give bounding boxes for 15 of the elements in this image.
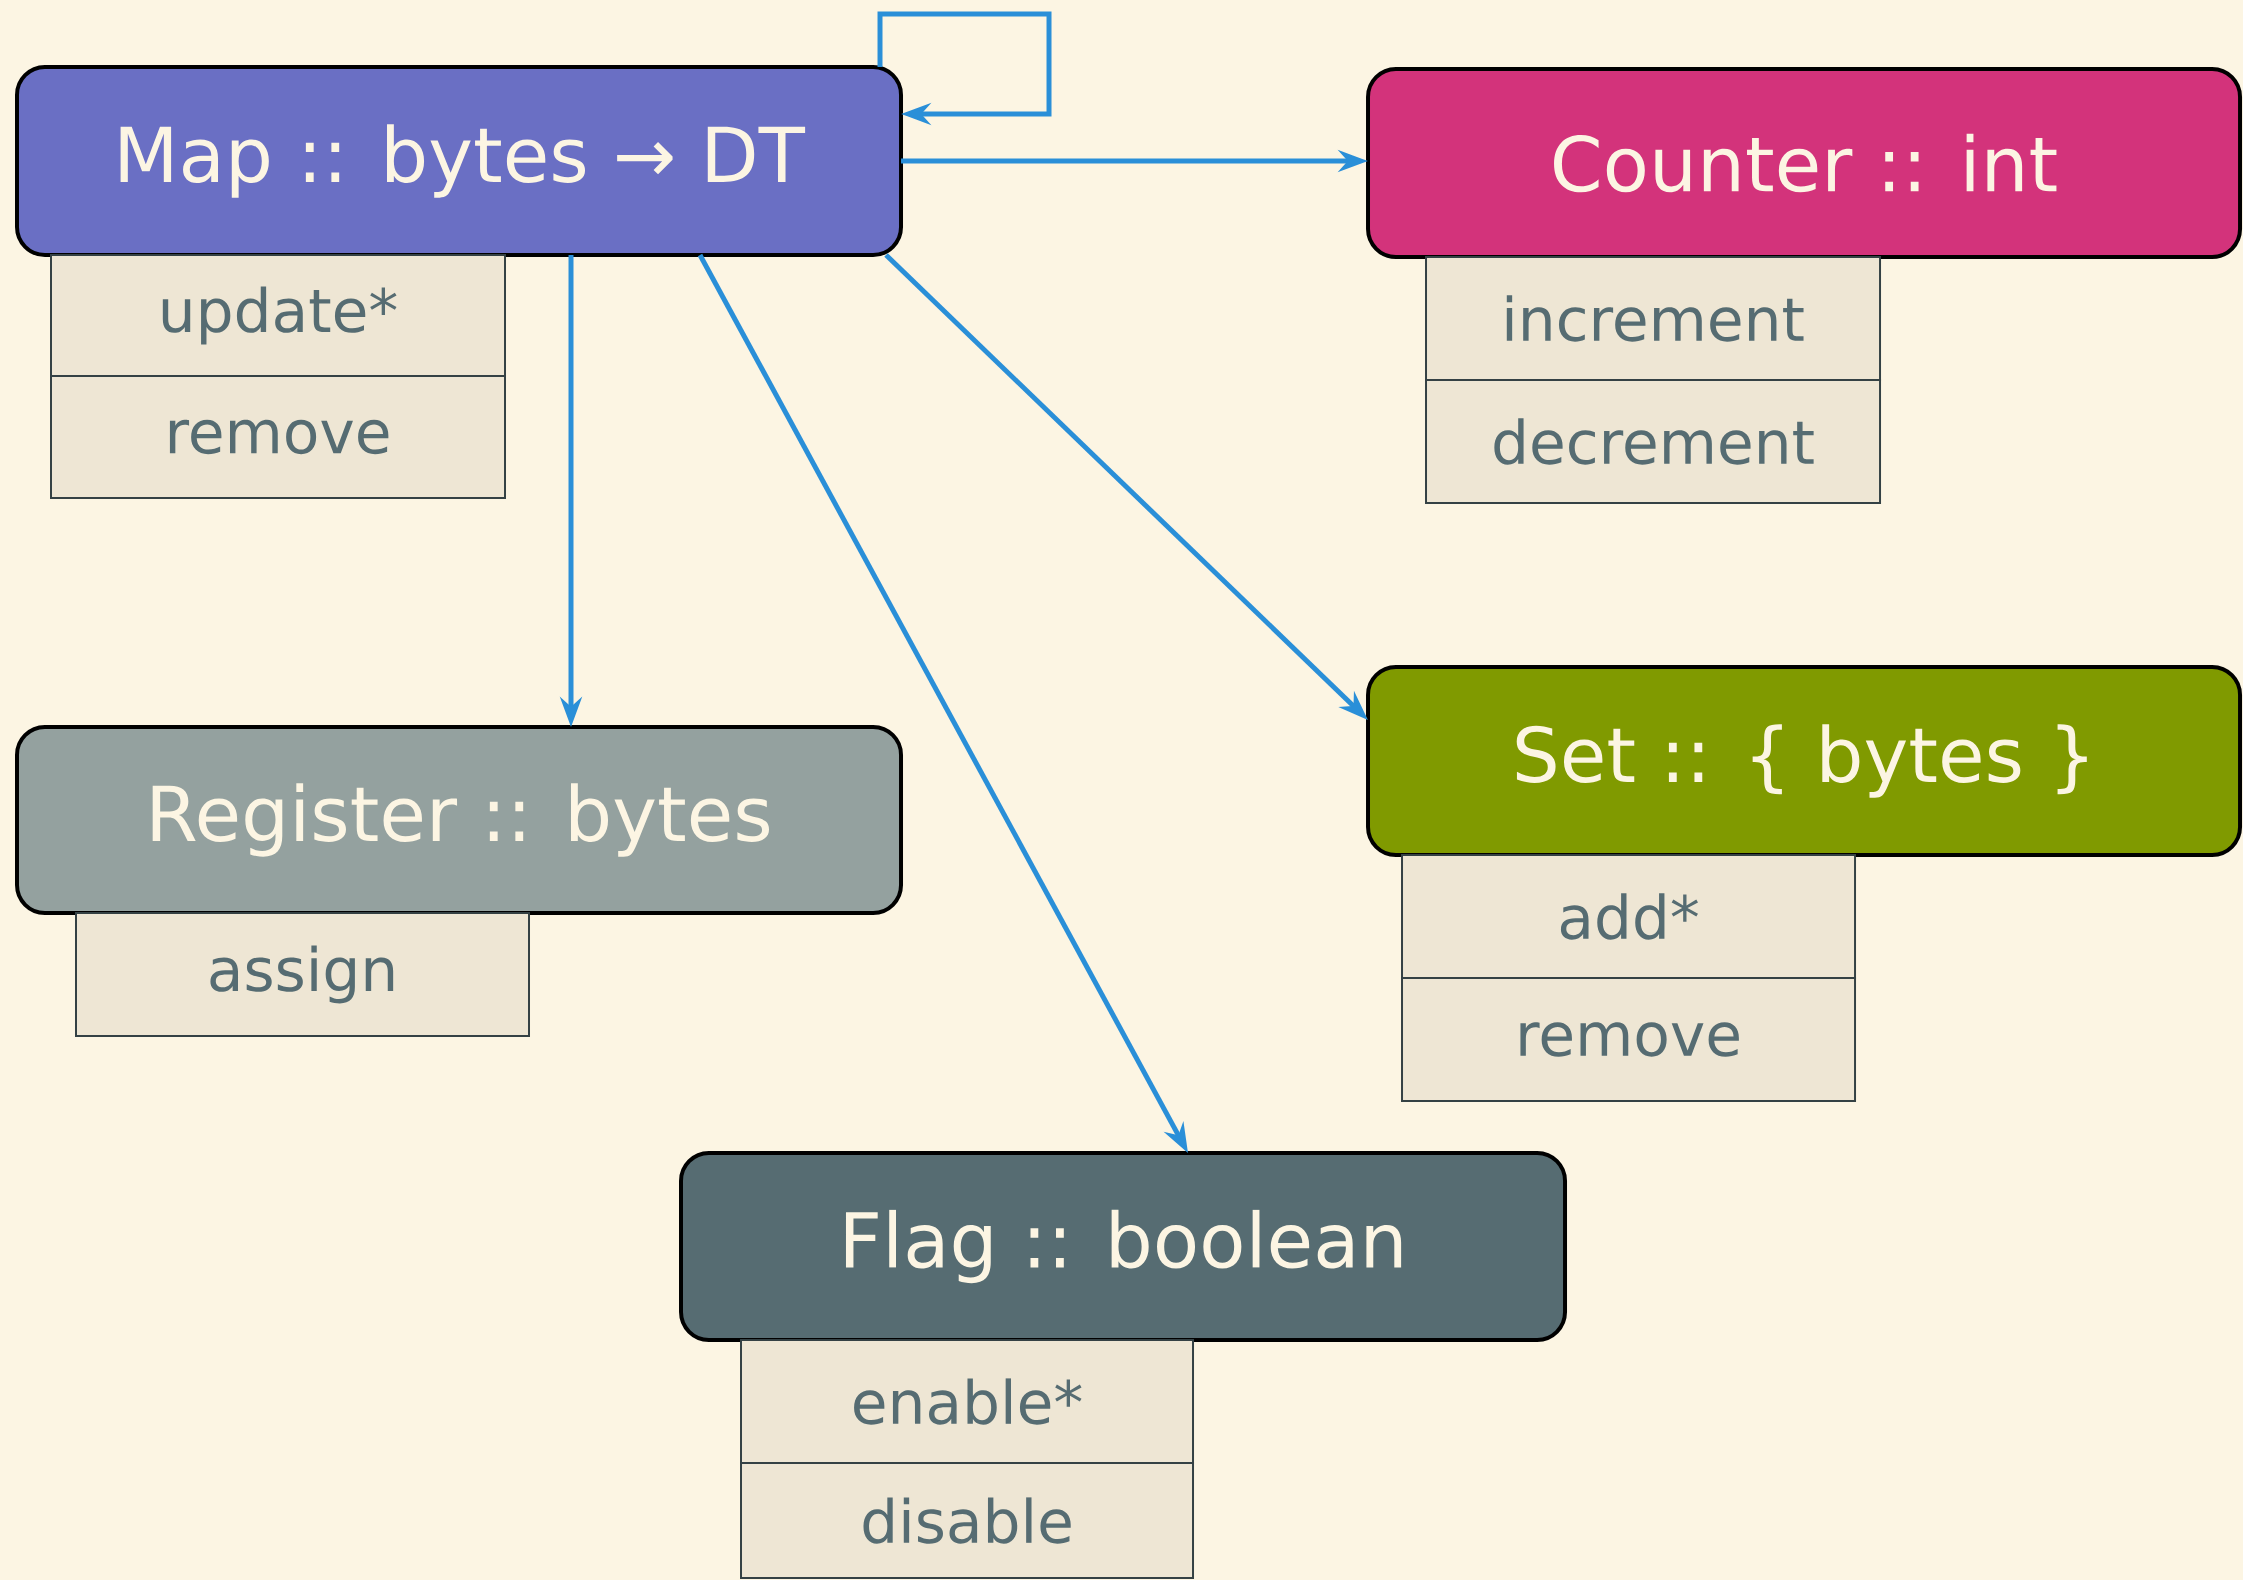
operation-box: remove — [1401, 977, 1857, 1102]
operation-box: update* — [50, 254, 506, 377]
type-header-box: Map :: bytes → DT — [15, 65, 903, 257]
operation-box: assign — [75, 912, 530, 1037]
arrow — [877, 11, 1052, 126]
operation-box: decrement — [1425, 379, 1882, 504]
operation-box: increment — [1425, 256, 1882, 381]
operation-box: add* — [1401, 854, 1857, 979]
type-header-box: Register :: bytes — [15, 725, 903, 915]
operation-box: disable — [740, 1462, 1194, 1579]
type-header-box: Flag :: boolean — [679, 1151, 1568, 1342]
operation-box: remove — [50, 375, 506, 499]
operation-box: enable* — [740, 1339, 1194, 1464]
type-header-box: Counter :: int — [1366, 67, 2243, 259]
type-header-box: Set :: { bytes } — [1366, 665, 2243, 857]
